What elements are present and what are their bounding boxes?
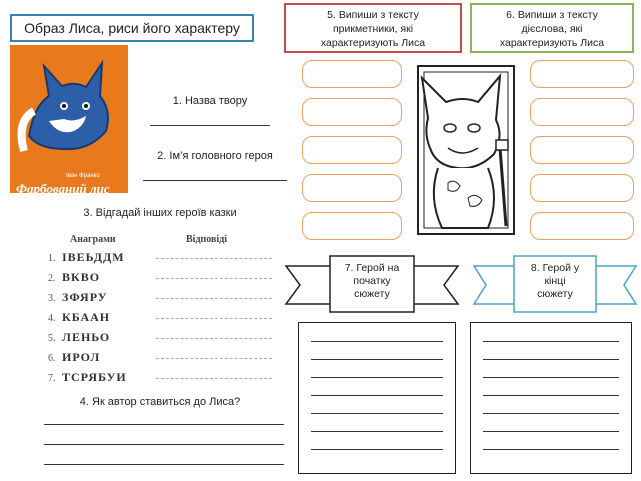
row-number: 1. xyxy=(48,253,56,264)
answer-blank[interactable] xyxy=(156,258,272,259)
row-number: 5. xyxy=(48,333,56,344)
anagram-word: ВКВО xyxy=(62,270,101,284)
adjective-slot[interactable] xyxy=(302,60,402,88)
row-number: 6. xyxy=(48,353,56,364)
book-author: Іван Франко xyxy=(66,173,100,179)
anagram-row: 6. ИРОЛ xyxy=(48,350,278,368)
task-8-line: 8. Герой у xyxy=(530,262,580,274)
answer-blank[interactable] xyxy=(156,318,272,319)
answer-blank[interactable] xyxy=(156,338,272,339)
anagram-word: ТСРЯБУИ xyxy=(62,370,127,384)
row-number: 4. xyxy=(48,313,56,324)
answer-column-header: Відповіді xyxy=(186,234,228,245)
anagram-word: ІВЕЬДДМ xyxy=(62,250,125,264)
anagram-row: 5. ЛЕНЬО xyxy=(48,330,278,348)
book-cover: Іван Франко Фарбований лис казка xyxy=(10,45,128,203)
task-8-label: 8. Герой у кінці сюжету xyxy=(514,262,596,301)
answer-line-1[interactable] xyxy=(150,125,270,126)
answer-line-4a[interactable] xyxy=(44,424,284,425)
task-7-label: 7. Герой на початку сюжету xyxy=(330,262,414,301)
task-5-line: прикметники, які xyxy=(332,23,414,35)
anagram-word: ЛЕНЬО xyxy=(62,330,111,344)
answer-blank[interactable] xyxy=(156,298,272,299)
anagram-row: 7. ТСРЯБУИ xyxy=(48,370,278,388)
task-6-line: характеризують Лиса xyxy=(499,37,605,49)
task-6-header: 6. Випиши з тексту дієслова, які характе… xyxy=(470,3,634,53)
row-number: 3. xyxy=(48,293,56,304)
task-5-header: 5. Випиши з тексту прикметники, які хара… xyxy=(284,3,462,53)
task-6-line: 6. Випиши з тексту xyxy=(506,9,598,21)
task-7-line: 7. Герой на xyxy=(344,262,400,274)
question-4: 4. Як автор ставиться до Лиса? xyxy=(79,396,241,408)
adjective-slot[interactable] xyxy=(302,136,402,164)
question-3: 3. Відгадай інших героїв казки xyxy=(83,207,237,219)
question-1: 1. Назва твору xyxy=(172,95,248,107)
task-8-banner-icon xyxy=(472,255,638,313)
task-6-line: дієслова, які xyxy=(521,23,583,35)
row-number: 7. xyxy=(48,373,56,384)
adjective-slot[interactable] xyxy=(302,212,402,240)
book-subtitle: казка xyxy=(68,197,81,203)
adjective-slot[interactable] xyxy=(302,174,402,202)
anagram-word: ИРОЛ xyxy=(62,350,101,364)
task-7-banner-icon xyxy=(284,255,460,313)
worksheet-title: Образ Лиса, риси його характеру xyxy=(10,14,254,42)
task-5-line: 5. Випиши з тексту xyxy=(327,9,419,21)
task-8-line: кінці xyxy=(544,275,566,287)
task-8-line: сюжету xyxy=(537,288,573,300)
task-5-line: характеризують Лиса xyxy=(320,37,426,49)
task-7-writing-box[interactable] xyxy=(298,322,456,474)
anagram-row: 2. ВКВО xyxy=(48,270,278,288)
book-title: Фарбований лис xyxy=(16,181,110,196)
answer-line-2[interactable] xyxy=(143,180,287,181)
fox-illustration-icon xyxy=(17,59,109,153)
anagram-row: 3. ЗФЯРУ xyxy=(48,290,278,308)
question-2: 2. Ім’я головного героя xyxy=(157,150,273,162)
anagram-row: 4. КБААН xyxy=(48,310,278,328)
anagram-word: ЗФЯРУ xyxy=(62,290,108,304)
anagram-word: КБААН xyxy=(62,310,111,324)
anagram-row: 1. ІВЕЬДДМ xyxy=(48,250,278,268)
task-7-line: сюжету xyxy=(354,288,390,300)
row-number: 2. xyxy=(48,273,56,284)
task-7-line: початку xyxy=(353,275,391,287)
verb-slot[interactable] xyxy=(530,98,634,126)
answer-blank[interactable] xyxy=(156,278,272,279)
verb-slot[interactable] xyxy=(530,212,634,240)
anagram-column-header: Анаграми xyxy=(70,234,116,245)
verb-slot[interactable] xyxy=(530,136,634,164)
verb-slot[interactable] xyxy=(530,60,634,88)
adjective-slot[interactable] xyxy=(302,98,402,126)
painted-fox-drawing-icon xyxy=(417,65,515,235)
answer-line-4b[interactable] xyxy=(44,444,284,445)
answer-line-4c[interactable] xyxy=(44,464,284,465)
answer-blank[interactable] xyxy=(156,378,272,379)
verb-slot[interactable] xyxy=(530,174,634,202)
task-8-writing-box[interactable] xyxy=(470,322,632,474)
answer-blank[interactable] xyxy=(156,358,272,359)
